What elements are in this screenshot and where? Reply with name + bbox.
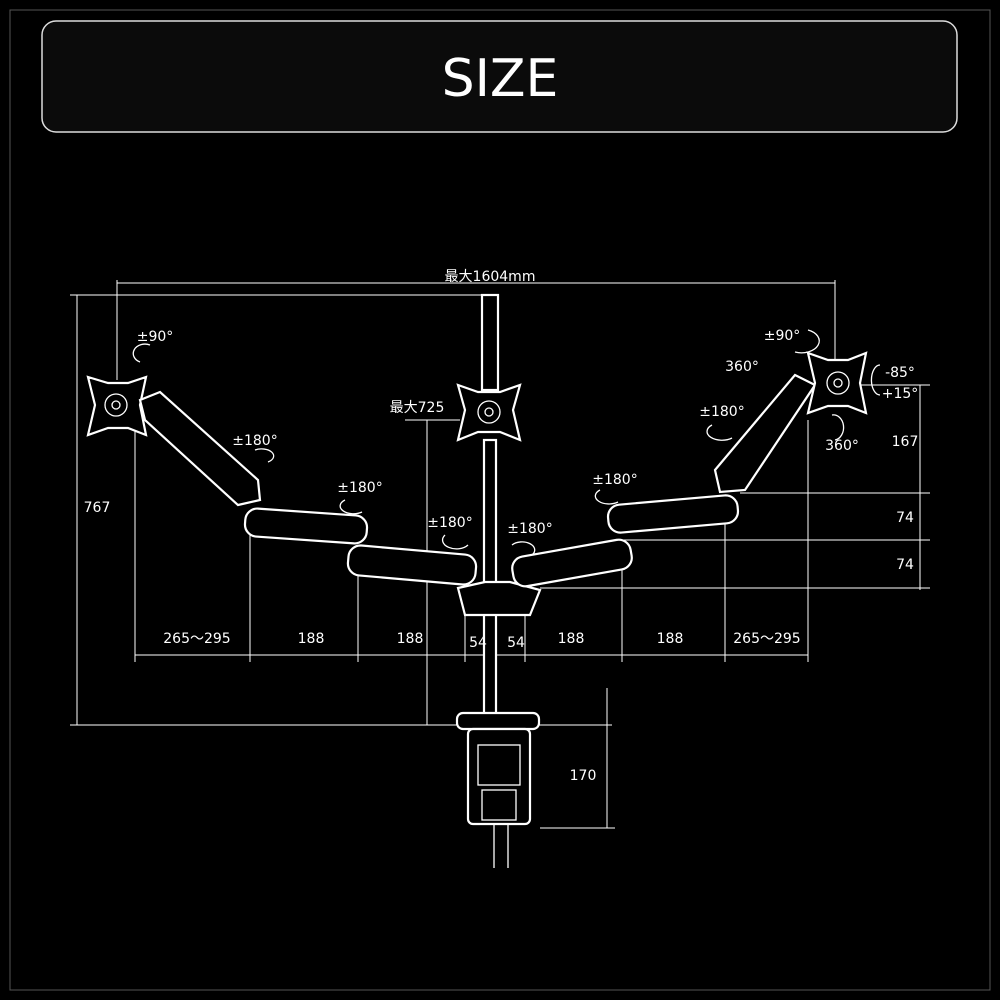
pole-top	[480, 293, 500, 392]
right-mid-arm	[606, 494, 740, 534]
desk-clamp-plate	[455, 711, 541, 731]
dimension-label: 188	[397, 631, 424, 647]
pole	[482, 438, 498, 722]
left-vesa-plate	[86, 375, 148, 437]
rotation-label: ±180°	[427, 515, 472, 531]
dimension-lines	[70, 280, 930, 829]
rotation-label: ±180°	[232, 433, 277, 449]
title-banner: SIZE	[41, 20, 958, 133]
rotation-label: -85°	[885, 365, 915, 381]
left-mid-arm	[243, 507, 369, 545]
dimension-label: 74	[896, 557, 914, 573]
rotation-label: 360°	[825, 438, 859, 454]
diagram-labels: 最大1604mm 最大725 ±90° ±180° ±180° ±180° ±1…	[84, 269, 919, 784]
rotation-label: ±180°	[699, 404, 744, 420]
page-title: SIZE	[442, 49, 559, 109]
title-box	[41, 20, 958, 133]
rotation-label: +15°	[882, 386, 919, 402]
rotation-arrow-icons	[132, 329, 881, 556]
dimension-label: 767	[84, 500, 111, 516]
rotation-label: 360°	[725, 359, 759, 375]
right-inner-arm	[511, 538, 633, 588]
max-height-label: 最大725	[390, 400, 445, 416]
page-border	[9, 9, 991, 991]
right-vesa-plate	[806, 351, 868, 415]
desk-clamp-body	[466, 727, 532, 826]
rotation-label: ±180°	[592, 472, 637, 488]
dimension-label: 74	[896, 510, 914, 526]
left-inner-arm	[346, 544, 478, 586]
rotation-label: ±90°	[764, 328, 801, 344]
rotation-label: ±90°	[137, 329, 174, 345]
dimension-label: 54	[507, 635, 525, 651]
left-upper-arm	[138, 390, 262, 507]
monitor-arm-drawing	[86, 293, 881, 868]
arm-hub	[456, 580, 542, 617]
dimension-label: 188	[657, 631, 684, 647]
dimension-label: 188	[298, 631, 325, 647]
rotation-label: ±180°	[337, 480, 382, 496]
dimension-label: 54	[469, 635, 487, 651]
dimension-label: 265～295	[163, 631, 230, 647]
max-width-label: 最大1604mm	[445, 269, 536, 285]
dimension-label: 170	[570, 768, 597, 784]
center-vesa-plate	[456, 383, 522, 442]
dimension-label: 265～295	[733, 631, 800, 647]
right-upper-arm	[713, 373, 817, 494]
dimension-label: 188	[558, 631, 585, 647]
dimension-label: 167	[892, 434, 919, 450]
rotation-label: ±180°	[507, 521, 552, 537]
